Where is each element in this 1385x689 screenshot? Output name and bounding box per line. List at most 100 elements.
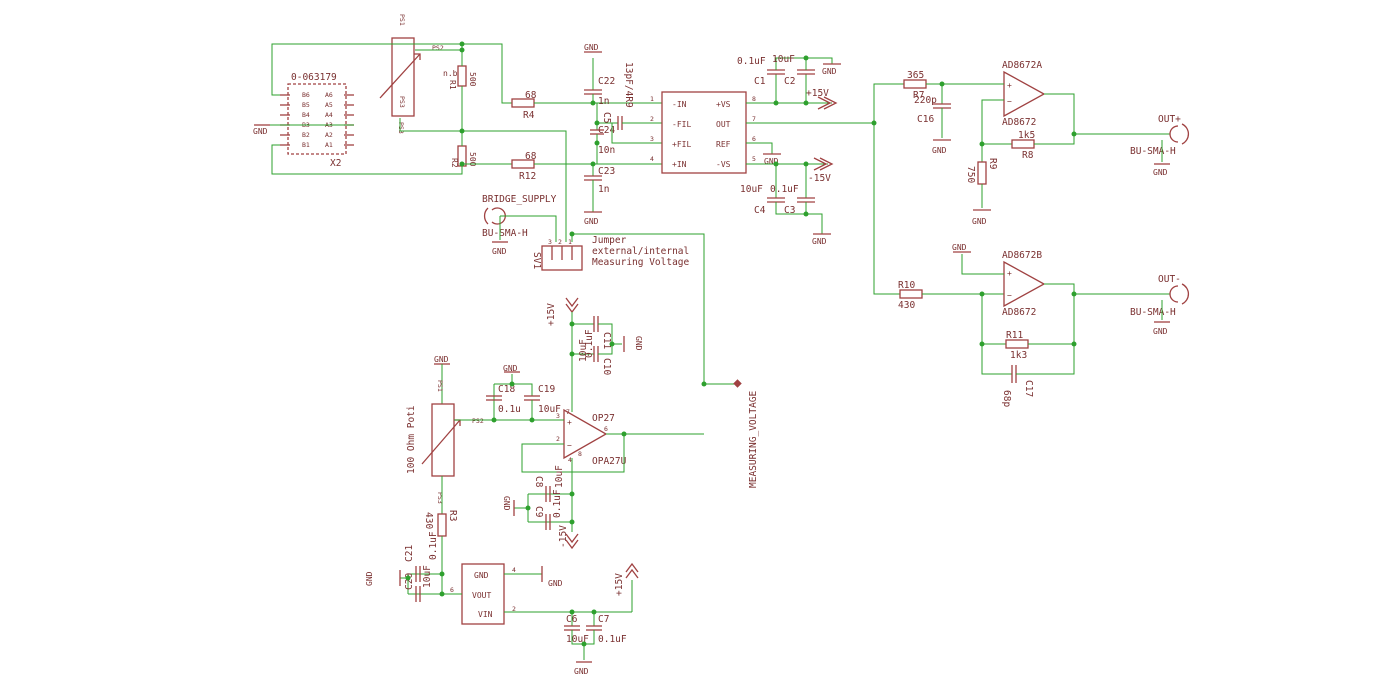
plus-15v-label-b: +15V bbox=[546, 303, 557, 326]
op27-pin-2: 2 bbox=[556, 435, 560, 443]
op27-pin-7: 7 bbox=[566, 408, 570, 416]
minus-supply-decoupling: GND -15V GND 10uF 0.1uF C4 C3 bbox=[740, 142, 834, 246]
c8-name: C8 bbox=[533, 476, 544, 488]
poti-ps1: PS1 bbox=[436, 380, 444, 392]
r11-value: 1k3 bbox=[1010, 350, 1027, 361]
c4-name: C4 bbox=[754, 205, 766, 216]
c3-value: 0.1uF bbox=[770, 184, 799, 195]
c17-value: 68p bbox=[1001, 390, 1012, 407]
r8-name: R8 bbox=[1022, 150, 1034, 161]
bridge-supply-label: BRIDGE_SUPPLY bbox=[482, 194, 557, 205]
jumper-label-2: external/internal bbox=[592, 246, 689, 257]
ina-pin-minus-fil: -FIL bbox=[672, 120, 691, 129]
gnd-label-ref-ic: GND bbox=[548, 579, 563, 588]
ina-pin-num-7: 7 bbox=[752, 115, 756, 123]
ina-pin-plus-fil: +FIL bbox=[672, 140, 691, 149]
poti-ps2: PS2 bbox=[472, 417, 484, 425]
c20-value: 10uF bbox=[422, 565, 433, 588]
gnd-label-out-minus: GND bbox=[1153, 327, 1168, 336]
jumper-label-3: Measuring Voltage bbox=[592, 257, 690, 268]
gnd-label-out-plus: GND bbox=[1153, 168, 1168, 177]
gnd-label-bridge: GND bbox=[492, 247, 507, 256]
r7-name: R7 bbox=[913, 90, 924, 101]
c9-name: C9 bbox=[533, 506, 544, 518]
c1-name: C1 bbox=[754, 76, 766, 87]
r8-value: 1k5 bbox=[1018, 130, 1035, 141]
ref-pin-num-2: 2 bbox=[512, 605, 516, 613]
poti-ps3: PS3 bbox=[436, 492, 444, 504]
op27-plus: + bbox=[567, 418, 572, 427]
jumper-sv1: 3 2 1 SV1 Jumper external/internal Measu… bbox=[531, 231, 705, 384]
r12-name: R12 bbox=[519, 171, 536, 182]
out-minus-label: OUT- bbox=[1158, 274, 1181, 285]
ps2-label: PS2 bbox=[432, 44, 444, 52]
c21-name: C21 bbox=[404, 545, 415, 562]
ps3-label-b: PS3 bbox=[397, 122, 405, 134]
r3-name: R3 bbox=[447, 510, 458, 521]
opa27u-name: OPA27U bbox=[592, 456, 627, 467]
c20-name: C20 bbox=[404, 573, 415, 590]
c16-name: C16 bbox=[917, 114, 934, 125]
c22-name: C22 bbox=[598, 76, 615, 87]
ad8672a-name: AD8672A bbox=[1002, 60, 1042, 71]
op27-buffer: +15V GND 0.1uF C11 C10 10uF 0.1uF + − OP… bbox=[486, 297, 759, 550]
ad8672a-plus: + bbox=[1007, 81, 1012, 90]
c7-name: C7 bbox=[598, 614, 609, 625]
gnd-label-c23: GND bbox=[584, 217, 599, 226]
ina-pin-minus-in: -IN bbox=[672, 100, 687, 109]
op27-pin-4: 4 bbox=[568, 456, 572, 464]
ina-pin-plus-vs: +VS bbox=[716, 100, 731, 109]
c5-name: C5 bbox=[601, 112, 612, 123]
gnd-label-c3c4: GND bbox=[812, 237, 827, 246]
out-plus-label: OUT+ bbox=[1158, 114, 1181, 125]
c8-value: 10uF bbox=[554, 465, 565, 488]
c10-name: C10 bbox=[601, 358, 612, 375]
op27-pin-3: 3 bbox=[556, 412, 560, 420]
measuring-voltage-label: MEASURING_VOLTAGE bbox=[748, 390, 759, 488]
ref-pin-vout: VOUT bbox=[472, 591, 491, 600]
ina-pin-num-1: 1 bbox=[650, 95, 654, 103]
ina-pin-num-4: 4 bbox=[650, 155, 654, 163]
bu-sma-label-plus: BU-SMA-H bbox=[1130, 146, 1176, 157]
ad8672a-minus: − bbox=[1007, 97, 1012, 106]
ina-pin-num-3: 3 bbox=[650, 135, 654, 143]
sv1-name: SV1 bbox=[531, 252, 542, 269]
gnd-label-c8c9: GND bbox=[502, 496, 511, 511]
ina-pin-ref: REF bbox=[716, 140, 731, 149]
r3-value: 430 bbox=[423, 512, 434, 529]
c18-name: C18 bbox=[498, 384, 515, 395]
c6-value: 10uF bbox=[566, 634, 589, 645]
x2-pin-b6: B6 bbox=[302, 91, 310, 99]
c4-value: 10uF bbox=[740, 184, 763, 195]
gnd-label-c20c21: GND bbox=[365, 571, 374, 586]
c2-name: C2 bbox=[784, 76, 795, 87]
minus-15v-label-b: -15V bbox=[558, 525, 569, 548]
r4-name: R4 bbox=[523, 110, 535, 121]
r7-value: 365 bbox=[907, 70, 924, 81]
ps1-label: PS1 bbox=[398, 14, 406, 26]
c11-val-vert: 0.1uF bbox=[584, 329, 595, 358]
r9-value: 750 bbox=[965, 166, 976, 183]
gnd-label-c10c11: GND bbox=[634, 336, 643, 351]
c23-value: 1n bbox=[598, 184, 609, 195]
output-stage-a: 365 R7 220p C16 GND + − AD8672A AD8672 7… bbox=[903, 60, 1190, 226]
r1-name: R1 bbox=[448, 80, 457, 90]
c16-value: 220p bbox=[914, 95, 937, 106]
input-filter: GND C22 1n C23 1n GND C5 13pF/4R9 C24 10… bbox=[534, 43, 662, 226]
bridge-poti: PS1 PS2 PS3 PS3 bbox=[379, 14, 444, 134]
bu-sma-label-bridge: BU-SMA-H bbox=[482, 228, 528, 239]
bu-sma-label-minus: BU-SMA-H bbox=[1130, 307, 1176, 318]
op27-pin-8: 8 bbox=[578, 450, 582, 458]
x2-pin-b2: B2 bbox=[302, 131, 310, 139]
instrumentation-amplifier: -IN -FIL +FIL +IN +VS OUT REF -VS 1 2 3 … bbox=[650, 91, 756, 174]
sv1-pin-2: 2 bbox=[558, 238, 562, 246]
ref-pin-num-4: 4 bbox=[512, 566, 516, 574]
minus-15v-label-a: -15V bbox=[808, 173, 831, 184]
voltage-reference-ic: GND VOUT VIN 4 6 2 GND GND C21 0.1uF C20… bbox=[365, 531, 639, 676]
op27-name: OP27 bbox=[592, 413, 615, 424]
sv1-pin-1: 1 bbox=[568, 238, 572, 246]
c23-name: C23 bbox=[598, 166, 615, 177]
r10-name: R10 bbox=[898, 280, 915, 291]
x2-pin-a6: A6 bbox=[325, 91, 333, 99]
